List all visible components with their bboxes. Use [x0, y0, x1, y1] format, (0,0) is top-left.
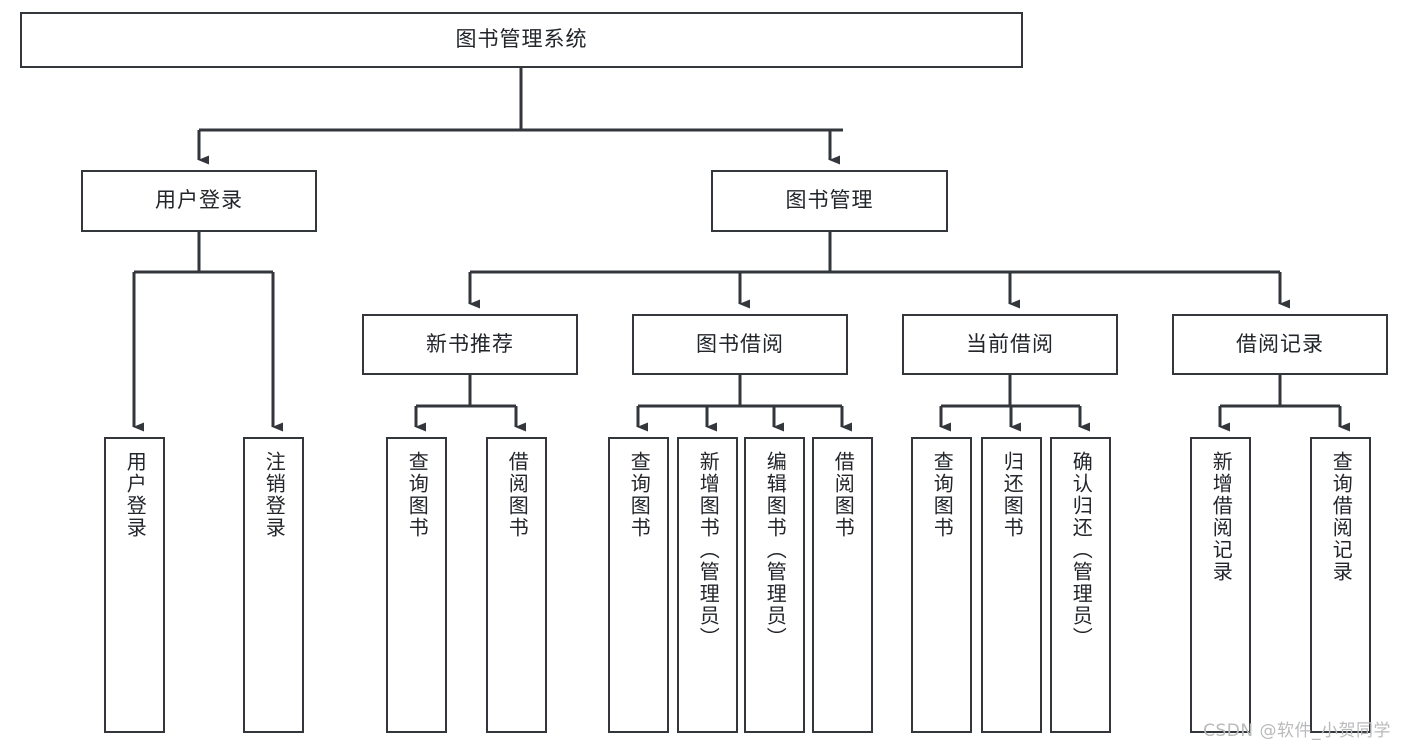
node-leaf-add-book-label: 新增图书（管理员） [696, 451, 721, 649]
node-current-borrow-label: 当前借阅 [966, 331, 1054, 356]
node-leaf-query-book-2[interactable]: 查询图书 [608, 437, 669, 733]
node-leaf-query-record-label: 查询借阅记录 [1329, 451, 1354, 583]
node-book-borrow[interactable]: 图书借阅 [632, 314, 848, 375]
node-new-book-recommend-label: 新书推荐 [426, 331, 514, 356]
node-new-book-recommend[interactable]: 新书推荐 [362, 314, 578, 375]
node-leaf-query-book-1[interactable]: 查询图书 [386, 437, 447, 733]
node-leaf-edit-book-label: 编辑图书（管理员） [763, 451, 788, 649]
node-leaf-add-record-label: 新增借阅记录 [1209, 451, 1234, 583]
node-leaf-query-record[interactable]: 查询借阅记录 [1310, 437, 1371, 733]
node-root[interactable]: 图书管理系统 [20, 12, 1023, 68]
node-leaf-user-logout[interactable]: 注销登录 [243, 437, 304, 733]
node-leaf-add-book[interactable]: 新增图书（管理员） [677, 437, 738, 733]
node-leaf-return-book[interactable]: 归还图书 [981, 437, 1042, 733]
node-leaf-edit-book[interactable]: 编辑图书（管理员） [744, 437, 805, 733]
node-leaf-confirm-return[interactable]: 确认归还（管理员） [1050, 437, 1111, 733]
node-leaf-query-book-1-label: 查询图书 [405, 451, 430, 539]
node-leaf-query-book-3[interactable]: 查询图书 [911, 437, 972, 733]
node-leaf-borrow-book-2-label: 借阅图书 [831, 451, 856, 539]
watermark: CSDN @软件_小贺同学 [1203, 721, 1391, 741]
node-borrow-record[interactable]: 借阅记录 [1172, 314, 1388, 375]
node-leaf-borrow-book-1-label: 借阅图书 [505, 451, 530, 539]
node-borrow-record-label: 借阅记录 [1236, 331, 1324, 356]
node-leaf-user-login[interactable]: 用户登录 [104, 437, 165, 733]
node-leaf-add-record[interactable]: 新增借阅记录 [1190, 437, 1251, 733]
node-book-manage-label: 图书管理 [785, 188, 874, 213]
node-book-manage[interactable]: 图书管理 [711, 170, 948, 232]
node-leaf-confirm-return-label: 确认归还（管理员） [1069, 451, 1094, 649]
node-leaf-borrow-book-1[interactable]: 借阅图书 [486, 437, 547, 733]
node-leaf-query-book-2-label: 查询图书 [627, 451, 652, 539]
node-leaf-borrow-book-2[interactable]: 借阅图书 [812, 437, 873, 733]
node-current-borrow[interactable]: 当前借阅 [902, 314, 1118, 375]
node-leaf-return-book-label: 归还图书 [1000, 451, 1025, 539]
node-leaf-user-login-label: 用户登录 [123, 451, 148, 539]
node-user-login[interactable]: 用户登录 [81, 170, 317, 232]
node-leaf-user-logout-label: 注销登录 [262, 451, 287, 539]
node-root-label: 图书管理系统 [455, 27, 588, 52]
node-user-login-label: 用户登录 [155, 188, 243, 213]
node-leaf-query-book-3-label: 查询图书 [930, 451, 955, 539]
node-book-borrow-label: 图书借阅 [696, 331, 784, 356]
